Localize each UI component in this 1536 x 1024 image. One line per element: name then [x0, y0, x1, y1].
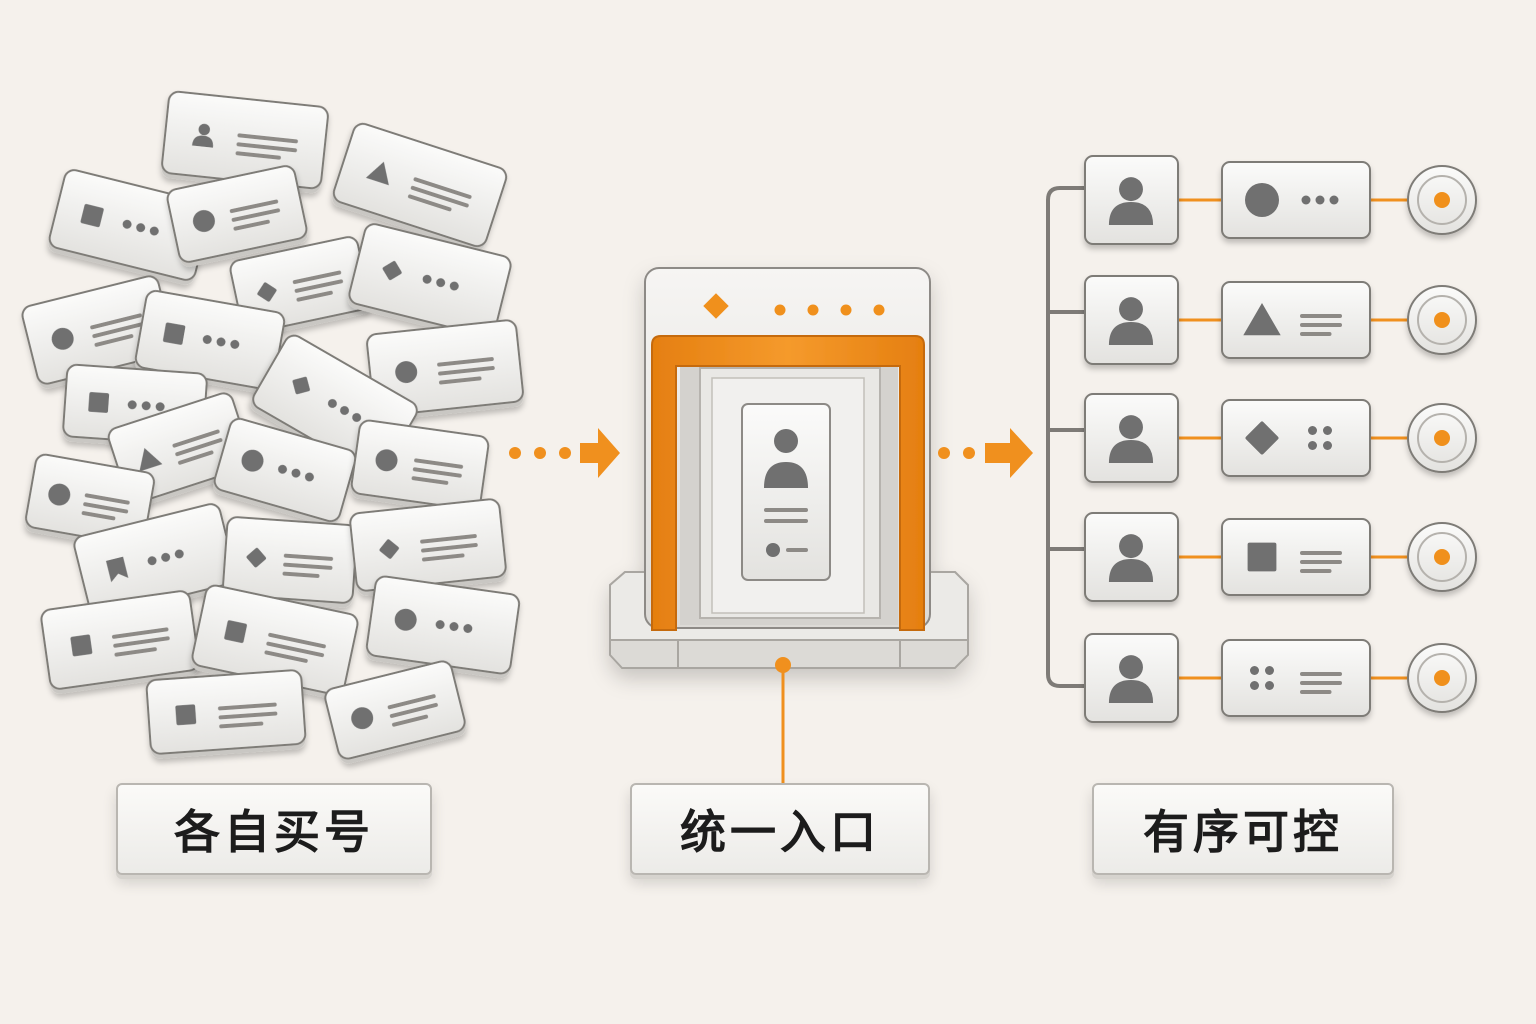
unified-entry-gate — [609, 267, 969, 669]
status-node — [1407, 165, 1477, 235]
account-entry — [1221, 281, 1371, 359]
account-entry — [1221, 639, 1371, 717]
arrow-gate-to-rows — [938, 428, 1033, 478]
id-card-icon — [741, 403, 831, 581]
account-card — [166, 165, 308, 267]
ordered-row — [1084, 155, 1477, 245]
ordered-row — [1048, 512, 1477, 602]
account-card — [73, 503, 237, 621]
status-node — [1407, 643, 1477, 713]
account-entry — [1221, 399, 1371, 477]
user-avatar-icon — [1084, 393, 1179, 483]
account-card — [213, 417, 357, 526]
status-node — [1407, 403, 1477, 473]
ordered-row — [1048, 275, 1477, 365]
account-card — [40, 590, 200, 694]
gate-label-connector — [775, 657, 791, 783]
status-node — [1407, 285, 1477, 355]
user-avatar-icon — [1084, 633, 1179, 723]
account-card — [332, 122, 508, 251]
account-entry — [1221, 518, 1371, 596]
user-avatar-icon — [1084, 155, 1179, 245]
account-card — [349, 498, 507, 596]
account-entry — [1221, 161, 1371, 239]
account-card — [348, 223, 512, 341]
status-node — [1407, 522, 1477, 592]
account-card — [191, 584, 359, 700]
scattered-account-cards — [21, 90, 524, 764]
label-unified-entry: 统一入口 — [630, 783, 930, 875]
user-avatar-icon — [1084, 512, 1179, 602]
account-card — [350, 419, 490, 515]
ordered-row — [1048, 393, 1477, 483]
ordered-account-rows — [1046, 155, 1477, 723]
arrow-left-to-gate — [509, 428, 620, 478]
account-card — [324, 660, 466, 764]
ordered-row — [1084, 633, 1477, 723]
account-card — [161, 90, 329, 194]
account-card — [222, 516, 358, 608]
tree-trunk — [1046, 186, 1086, 688]
label-scattered-purchase: 各自买号 — [116, 783, 432, 875]
account-card — [145, 669, 307, 759]
account-card — [366, 319, 524, 421]
label-orderly-controlled: 有序可控 — [1092, 783, 1394, 875]
account-card — [134, 290, 286, 394]
user-avatar-icon — [1084, 275, 1179, 365]
account-card — [365, 575, 521, 679]
